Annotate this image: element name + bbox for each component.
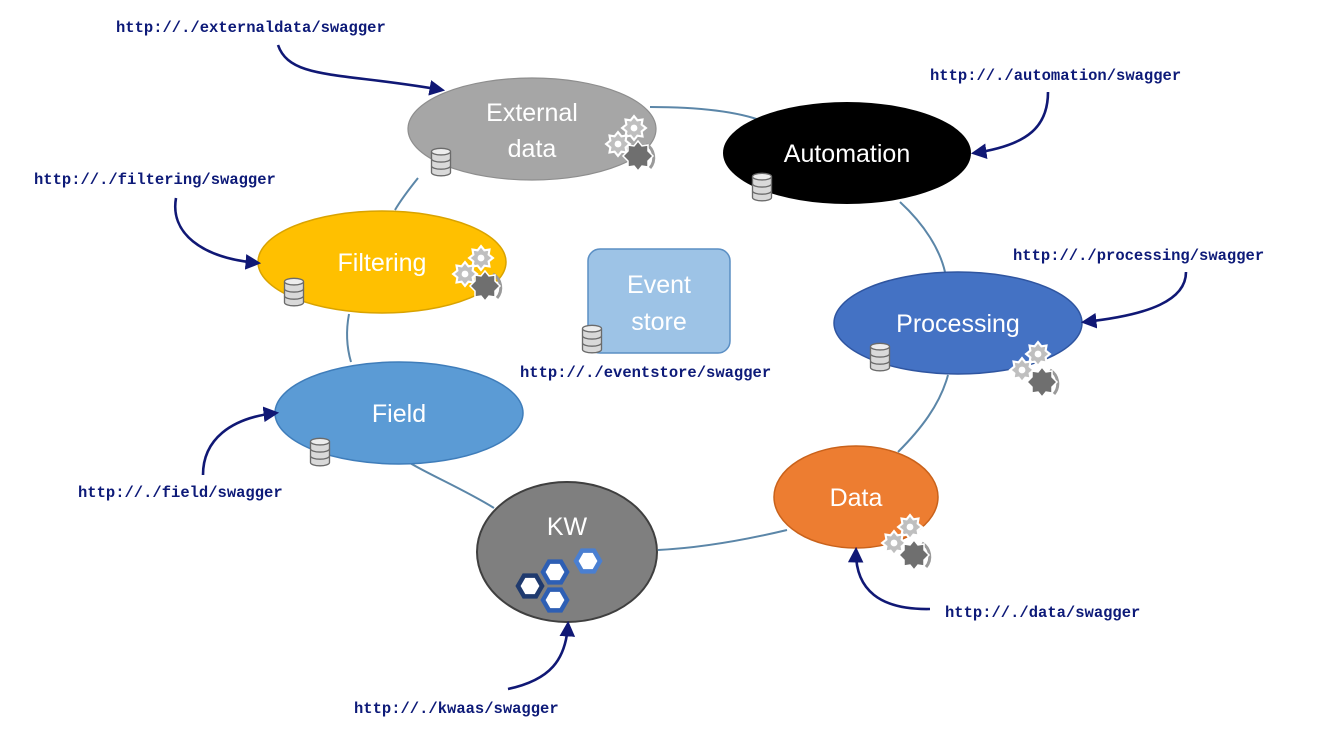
external-data-label-line1: External: [486, 99, 578, 127]
arrow-field: [201, 406, 280, 476]
field-label: Field: [372, 400, 426, 428]
connector-processing-data: [897, 374, 949, 453]
url-eventstore[interactable]: http://./eventstore/swagger: [520, 364, 771, 382]
arrow-kw: [507, 620, 576, 691]
filtering-label: Filtering: [338, 249, 427, 277]
connector-filtering-external: [394, 177, 419, 211]
database-icon: [581, 324, 603, 354]
connector-data-kw: [657, 529, 788, 551]
url-data[interactable]: http://./data/swagger: [945, 604, 1140, 622]
connector-automation-processing: [899, 201, 946, 273]
url-automation[interactable]: http://./automation/swagger: [930, 67, 1181, 85]
node-kw[interactable]: KW: [476, 481, 658, 623]
arrow-externaldata: [276, 44, 446, 96]
arrow-automation: [970, 91, 1050, 159]
kw-label: KW: [547, 513, 588, 541]
database-icon: [309, 437, 331, 467]
node-field[interactable]: Field: [274, 361, 524, 467]
url-kwaas[interactable]: http://./kwaas/swagger: [354, 700, 559, 718]
url-processing[interactable]: http://./processing/swagger: [1013, 247, 1264, 265]
event-store-label-line1: Event: [627, 271, 691, 299]
processing-label: Processing: [896, 310, 1020, 338]
url-field[interactable]: http://./field/swagger: [78, 484, 283, 502]
arrow-processing: [1080, 271, 1188, 329]
node-processing[interactable]: Processing: [833, 271, 1083, 397]
database-icon: [869, 342, 891, 372]
connector-kw-field: [409, 462, 495, 509]
arrow-data: [847, 546, 931, 611]
node-event-store[interactable]: Event store: [581, 248, 731, 354]
automation-ellipse: [723, 102, 971, 204]
external-data-label-line2: data: [508, 135, 557, 163]
event-store-label-line2: store: [631, 308, 687, 336]
url-filtering[interactable]: http://./filtering/swagger: [34, 171, 276, 189]
node-filtering[interactable]: Filtering: [257, 210, 507, 314]
data-label: Data: [830, 484, 883, 512]
node-automation[interactable]: Automation: [723, 102, 971, 204]
database-icon: [430, 147, 452, 177]
database-icon: [283, 277, 305, 307]
connector-external-automation: [649, 106, 766, 123]
url-externaldata[interactable]: http://./externaldata/swagger: [116, 19, 386, 37]
url-labels: http://./externaldata/swagger http://./a…: [34, 19, 1264, 718]
event-store-box: [587, 248, 731, 354]
node-external-data[interactable]: External data: [407, 77, 657, 181]
connector-field-filtering: [345, 313, 352, 363]
arrow-filtering: [173, 197, 262, 270]
external-data-ellipse: [407, 77, 657, 181]
database-icon: [751, 172, 773, 202]
automation-label: Automation: [784, 140, 910, 168]
url-arrows: [173, 44, 1188, 691]
